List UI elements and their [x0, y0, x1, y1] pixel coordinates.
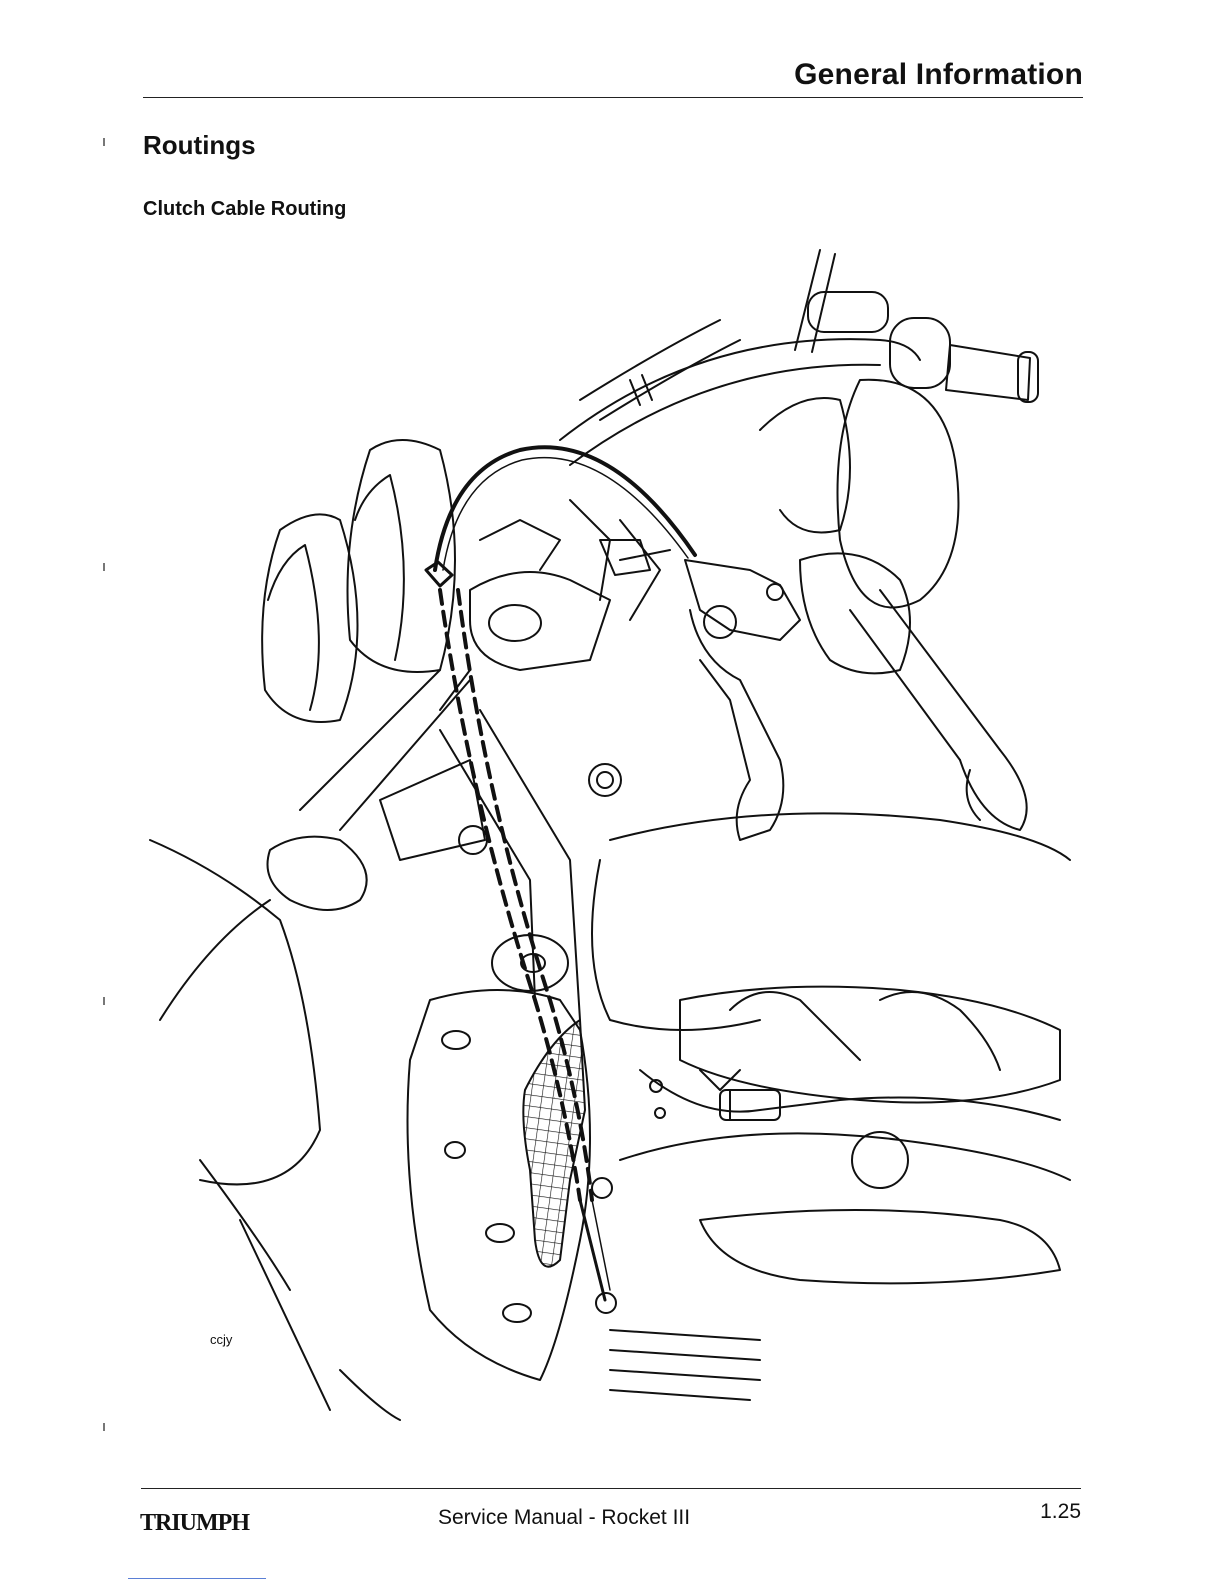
triumph-logo: TRIUMPH — [140, 1510, 249, 1537]
engine-casing — [610, 1070, 1070, 1400]
manual-title: Service Manual - Rocket III — [438, 1506, 690, 1530]
mirror-dish — [760, 380, 958, 608]
binder-mark — [103, 138, 105, 146]
cable-clip — [426, 562, 452, 586]
binder-mark — [103, 1423, 105, 1431]
lower-grip — [800, 553, 1027, 830]
figure-reference: ccjy — [210, 1332, 232, 1347]
clutch-lever-assembly — [600, 540, 800, 840]
frame-down-tube — [440, 710, 621, 1020]
page-number: 1.25 — [1040, 1500, 1081, 1524]
page-heading: Routings — [143, 130, 256, 161]
body-outline — [150, 840, 400, 1420]
footer-rule — [141, 1488, 1081, 1489]
link-underline — [128, 1578, 266, 1579]
mirror-stem — [795, 250, 888, 352]
triple-clamp — [470, 500, 660, 670]
fork-tubes — [268, 670, 486, 910]
radiator-mesh — [523, 1020, 585, 1267]
page-subheading: Clutch Cable Routing — [143, 198, 346, 221]
fuel-tank — [592, 813, 1070, 1102]
clutch-cable-routing-illustration — [140, 240, 1080, 1430]
binder-mark — [103, 563, 105, 571]
header-rule — [143, 97, 1083, 98]
binder-mark — [103, 997, 105, 1005]
clutch-cable-upper — [435, 447, 695, 570]
section-title: General Information — [794, 58, 1083, 92]
handlebar — [560, 320, 920, 465]
headlight-right — [262, 514, 357, 722]
